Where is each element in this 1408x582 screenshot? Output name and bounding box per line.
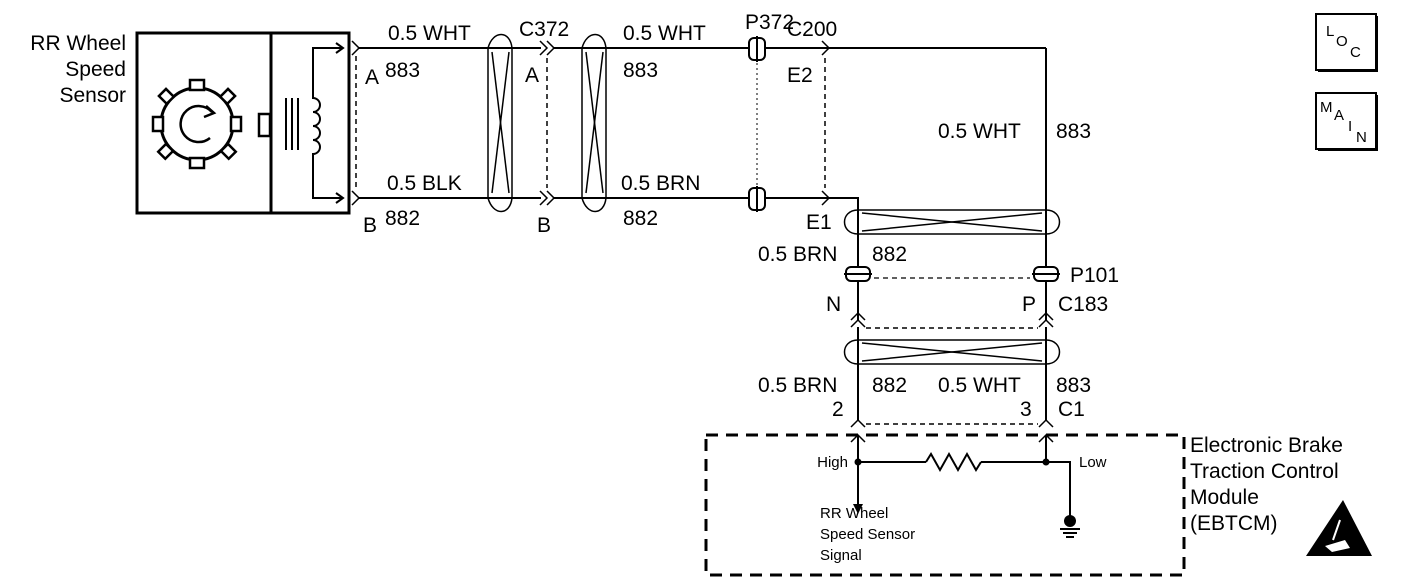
twisted-pair-3 bbox=[843, 209, 1061, 235]
p372-label: P372 bbox=[745, 11, 794, 34]
seg2-top-label: 0.5 WHT bbox=[623, 22, 706, 45]
esd-warning-icon bbox=[1306, 500, 1372, 556]
loc-icon-o: O bbox=[1336, 33, 1348, 50]
seg1-top-label: 0.5 WHT bbox=[388, 22, 471, 45]
wire-segment-2: 0.5 WHT 883 0.5 BRN 882 bbox=[554, 22, 1046, 230]
loc-button[interactable]: L O C bbox=[1315, 13, 1378, 72]
wheel-speed-sensor: RR Wheel Speed Sensor bbox=[30, 31, 351, 215]
c372-label: C372 bbox=[519, 18, 569, 41]
pin-b-terminal bbox=[351, 190, 361, 206]
twisted-pair-2 bbox=[581, 33, 607, 213]
seg2-bot-circuit: 882 bbox=[623, 207, 658, 230]
ground-icon bbox=[1060, 515, 1080, 538]
loc-button-box bbox=[1315, 13, 1377, 71]
sensor-body bbox=[135, 31, 351, 215]
module-title-line4: (EBTCM) bbox=[1190, 512, 1278, 535]
seg1-top-circuit: 883 bbox=[385, 59, 420, 82]
sensor-title-line2: Speed bbox=[65, 58, 126, 81]
seg1-bot-circuit: 882 bbox=[385, 207, 420, 230]
signal-line3: Signal bbox=[820, 547, 862, 564]
loc-icon-l: L bbox=[1326, 23, 1334, 40]
sensor-pin-a: A bbox=[365, 66, 379, 89]
tone-ring-icon bbox=[151, 78, 243, 170]
c183-pin-p: P bbox=[1022, 293, 1036, 316]
connector-c183: N P C183 bbox=[826, 281, 1108, 329]
p101-label: P101 bbox=[1070, 264, 1119, 287]
module-title-line3: Module bbox=[1190, 486, 1259, 509]
c372-pin-b: B bbox=[537, 214, 551, 237]
low-left-circuit: 882 bbox=[872, 374, 907, 397]
loc-icon-c: C bbox=[1350, 44, 1361, 61]
wire-segment-1: 0.5 WHT 883 0.5 BLK 882 bbox=[359, 22, 541, 230]
right-vert-label: 0.5 WHT bbox=[938, 120, 1021, 143]
high-label: High bbox=[817, 454, 848, 471]
connector-c1: 2 3 C1 bbox=[832, 398, 1085, 428]
wire-lower-routing: 0.5 BRN 882 0.5 WHT 883 bbox=[758, 327, 1091, 420]
module-title-line2: Traction Control bbox=[1190, 460, 1339, 483]
coil-icon bbox=[285, 42, 345, 204]
right-vert-circuit: 883 bbox=[1056, 120, 1091, 143]
signal-arrow-icon bbox=[853, 504, 863, 514]
ebtcm-module: Electronic Brake Traction Control Module… bbox=[704, 433, 1372, 577]
sensor-pin-b: B bbox=[363, 214, 377, 237]
c200-label: C200 bbox=[787, 18, 837, 41]
signal-line1: RR Wheel bbox=[820, 505, 888, 522]
seg2-bot-label: 0.5 BRN bbox=[621, 172, 700, 195]
seg2-top-circuit: 883 bbox=[623, 59, 658, 82]
c372-pin-a: A bbox=[525, 64, 539, 87]
main-icon-a: A bbox=[1334, 107, 1344, 124]
connector-c200: C200 E2 E1 bbox=[787, 18, 837, 234]
resistor-icon bbox=[925, 451, 982, 473]
pole-piece bbox=[257, 112, 272, 138]
low-label: Low bbox=[1079, 454, 1107, 471]
low-right-label: 0.5 WHT bbox=[938, 374, 1021, 397]
wire-right-routing: 0.5 WHT 883 0.5 BRN 882 bbox=[758, 48, 1091, 268]
c200-pin-e2: E2 bbox=[787, 64, 813, 87]
main-icon-n: N bbox=[1356, 129, 1367, 146]
twisted-pair-1 bbox=[487, 33, 513, 213]
pass-through-p372: P372 bbox=[745, 11, 794, 212]
c1-label: C1 bbox=[1058, 398, 1085, 421]
sensor-title-line3: Sensor bbox=[59, 84, 126, 107]
main-button[interactable]: M A I N bbox=[1315, 92, 1378, 151]
mid-left-circuit: 882 bbox=[872, 243, 907, 266]
twisted-pair-4 bbox=[843, 339, 1061, 365]
low-right-circuit: 883 bbox=[1056, 374, 1091, 397]
main-icon-m: M bbox=[1320, 99, 1333, 116]
main-icon-i: I bbox=[1348, 118, 1352, 135]
connector-c372: C372 A B bbox=[519, 18, 569, 237]
c183-pin-n: N bbox=[826, 293, 841, 316]
c183-label: C183 bbox=[1058, 293, 1108, 316]
main-button-box bbox=[1315, 92, 1377, 150]
c200-pin-e1: E1 bbox=[806, 211, 832, 234]
c1-pin-3: 3 bbox=[1020, 398, 1032, 421]
sensor-title-line1: RR Wheel bbox=[30, 32, 126, 55]
low-left-label: 0.5 BRN bbox=[758, 374, 837, 397]
sensor-connector: A B bbox=[351, 40, 379, 237]
seg1-bot-label: 0.5 BLK bbox=[387, 172, 462, 195]
pin-a-terminal bbox=[351, 40, 361, 56]
mid-left-label: 0.5 BRN bbox=[758, 243, 837, 266]
module-outline bbox=[704, 433, 1186, 577]
c1-pin-2: 2 bbox=[832, 398, 844, 421]
signal-line2: Speed Sensor bbox=[820, 526, 915, 543]
pass-through-p101: P101 bbox=[844, 264, 1119, 287]
module-title-line1: Electronic Brake bbox=[1190, 434, 1343, 457]
